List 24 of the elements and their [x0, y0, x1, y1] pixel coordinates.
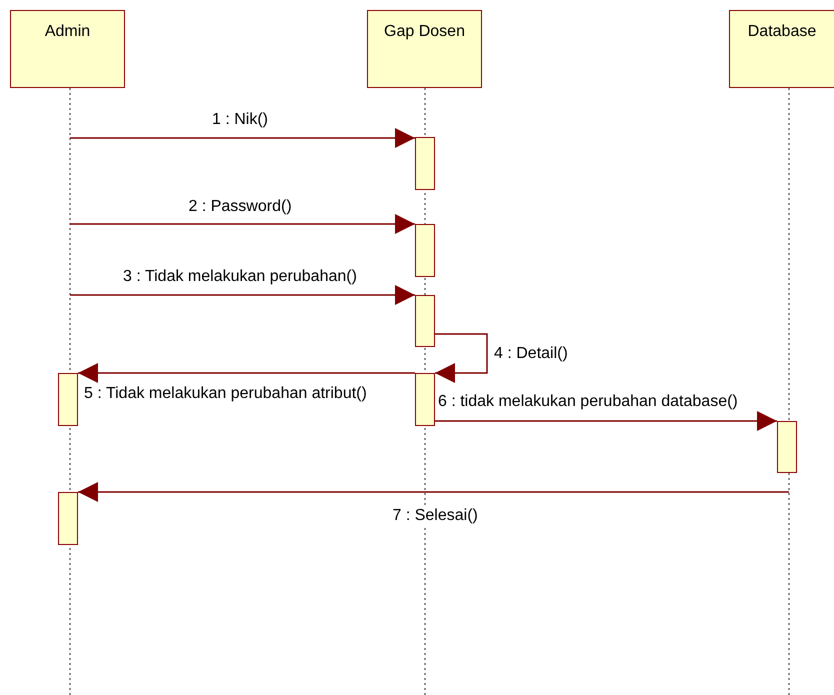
message-label: 5 : Tidak melakukan perubahan atribut() — [82, 384, 369, 404]
activation-bar — [777, 421, 797, 473]
message-label: 6 : tidak melakukan perubahan database() — [436, 392, 740, 412]
message-arrow — [78, 482, 789, 502]
activation-bar — [415, 373, 435, 426]
message-label: 3 : Tidak melakukan perubahan() — [121, 267, 359, 287]
message-arrow — [70, 214, 415, 234]
activation-bar — [415, 224, 435, 277]
message-label: 2 : Password() — [186, 197, 294, 217]
message-arrow — [78, 363, 415, 383]
message-arrow — [435, 411, 777, 431]
lifeline-header: Gap Dosen — [367, 10, 482, 88]
message-label: 1 : Nik() — [210, 110, 270, 130]
message-arrow — [435, 333, 488, 383]
activation-bar — [415, 137, 435, 190]
lifeline-header: Database — [729, 10, 834, 88]
message-label: 4 : Detail() — [492, 344, 570, 364]
activation-bar — [58, 492, 78, 545]
activation-bar — [415, 295, 435, 347]
lifeline-header: Admin — [10, 10, 125, 88]
activation-bar — [58, 373, 78, 426]
message-arrow — [70, 285, 415, 305]
message-label: 7 : Selesai() — [390, 506, 480, 526]
message-arrow — [70, 128, 415, 148]
